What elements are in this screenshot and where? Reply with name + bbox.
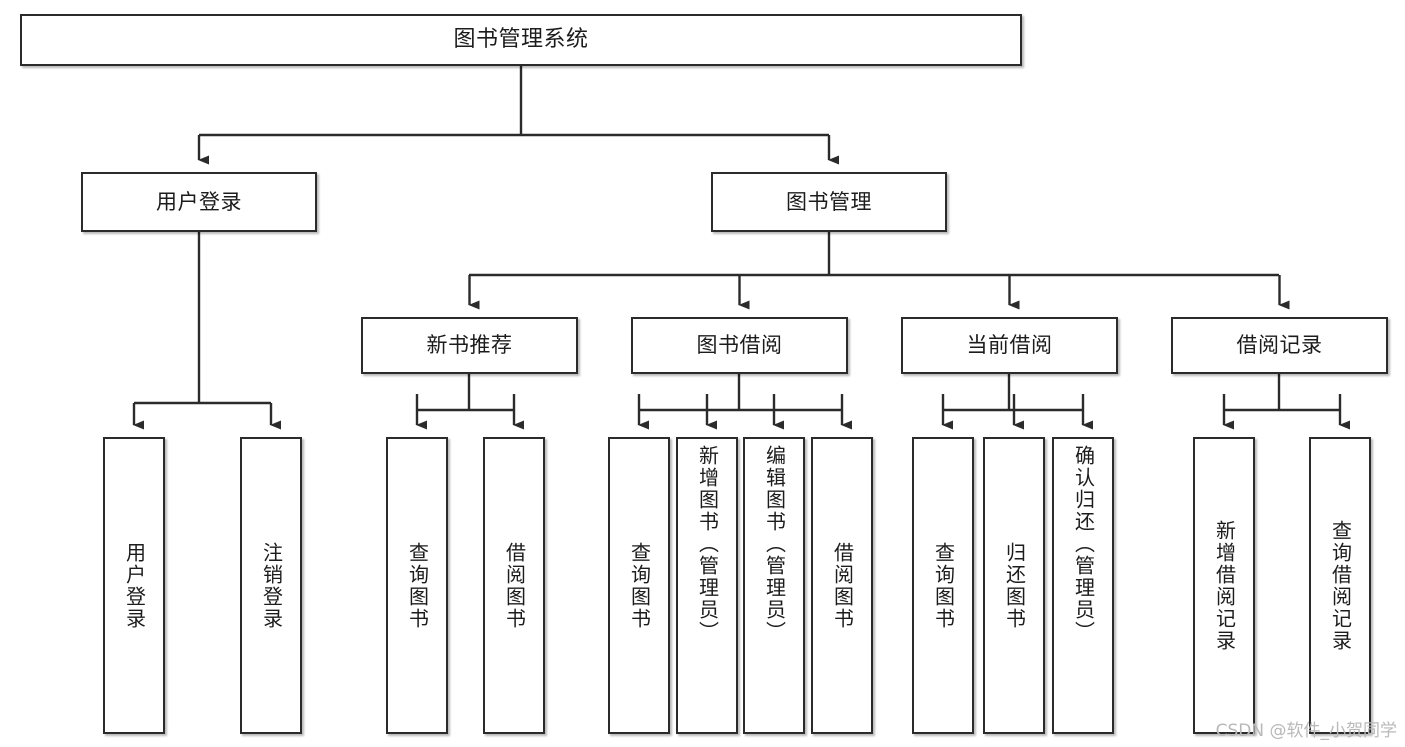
node-label: 确认归还（管理员） [1071,445,1096,643]
node-label: 用户登录 [122,541,147,630]
node-label: 新增图书（管理员） [695,445,720,643]
node-new-book-rec[interactable]: 新书推荐 [361,317,578,374]
node-label: 借阅记录 [1236,333,1323,358]
watermark-credit: CSDN @软件_小贺同学 [1215,721,1397,741]
node-label: 图书管理系统 [453,27,589,53]
node-label: 借阅图书 [502,541,527,630]
node-label: 新增借阅记录 [1212,519,1237,652]
node-leaf-confirm-return[interactable]: 确认归还（管理员） [1052,437,1114,734]
node-book-manage[interactable]: 图书管理 [711,172,947,232]
node-borrow-record[interactable]: 借阅记录 [1171,317,1388,374]
node-leaf-borrow-book-2[interactable]: 借阅图书 [811,437,873,734]
node-label: 编辑图书（管理员） [762,445,787,643]
node-leaf-borrow-book-1[interactable]: 借阅图书 [483,437,545,734]
node-label: 查询图书 [931,541,956,630]
node-label: 用户登录 [156,189,242,214]
node-label: 注销登录 [259,541,284,630]
node-label: 当前借阅 [966,333,1053,358]
node-leaf-add-book[interactable]: 新增图书（管理员） [676,437,738,734]
node-leaf-query-book-2[interactable]: 查询图书 [608,437,670,734]
node-label: 图书管理 [786,189,872,214]
node-label: 借阅图书 [830,541,855,630]
node-leaf-edit-book[interactable]: 编辑图书（管理员） [743,437,805,734]
node-leaf-user-login[interactable]: 用户登录 [103,437,165,734]
node-label: 查询图书 [405,541,430,630]
node-label: 查询图书 [627,541,652,630]
node-leaf-logout[interactable]: 注销登录 [240,437,302,734]
node-leaf-query-book-1[interactable]: 查询图书 [386,437,448,734]
node-label: 归还图书 [1002,541,1027,630]
node-root[interactable]: 图书管理系统 [20,14,1022,66]
node-leaf-query-book-3[interactable]: 查询图书 [912,437,974,734]
node-user-login[interactable]: 用户登录 [81,172,317,232]
node-leaf-query-record[interactable]: 查询借阅记录 [1309,437,1371,734]
node-leaf-return-book[interactable]: 归还图书 [983,437,1045,734]
node-book-borrow[interactable]: 图书借阅 [631,317,848,374]
node-label: 查询借阅记录 [1328,519,1353,652]
node-current-borrow[interactable]: 当前借阅 [901,317,1118,374]
node-leaf-add-record[interactable]: 新增借阅记录 [1193,437,1255,734]
node-label: 图书借阅 [696,333,783,358]
node-label: 新书推荐 [426,333,513,358]
